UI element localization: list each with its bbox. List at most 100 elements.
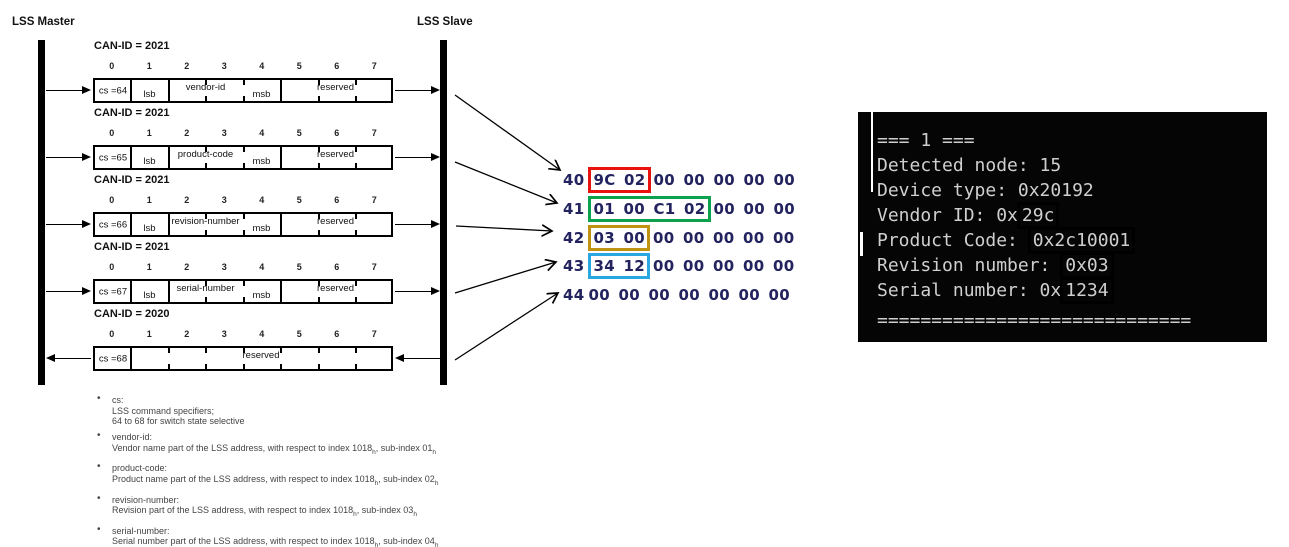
legend-desc: Serial number part of the LSS address, w… — [112, 536, 439, 547]
byte-divider — [130, 214, 132, 235]
mapping-arrow — [454, 161, 557, 203]
master-lifeline-bar — [38, 40, 45, 385]
byte-divider — [130, 80, 132, 101]
byte-number: 1 — [146, 61, 152, 71]
terminal-line-revision-number: Revision number: 0x03 — [877, 252, 1267, 279]
byte-divider — [167, 80, 170, 101]
byte-number: 0 — [109, 329, 115, 339]
lss-slave-label: LSS Slave — [417, 16, 473, 28]
reserved-cell: reserved — [317, 82, 354, 93]
byte-number: 6 — [334, 195, 340, 205]
lsb-cell: lsb — [143, 89, 156, 100]
legend-desc: Revision part of the LSS address, with r… — [112, 505, 417, 518]
legend-term: product-code: — [112, 463, 168, 474]
byte-number: 3 — [221, 329, 227, 339]
byte-number: 7 — [371, 61, 377, 71]
byte-tick — [205, 281, 207, 302]
byte-tick — [205, 214, 207, 235]
byte-tick — [317, 214, 320, 235]
mapping-arrow — [454, 293, 558, 361]
byte-divider — [167, 147, 170, 168]
legend-term: cs: — [112, 395, 124, 405]
terminal-line-device-type: Device type: 0x20192 — [877, 180, 1094, 201]
byte-number: 5 — [296, 128, 302, 138]
master-to-frame-arrow — [46, 220, 91, 229]
byte-number: 3 — [221, 128, 227, 138]
byte-number: 2 — [184, 195, 190, 205]
reserved-cell: reserved — [317, 216, 354, 227]
msb-cell: msb — [252, 89, 271, 100]
can-id-label: CAN-ID = 2021 — [94, 174, 170, 186]
legend-desc: 64 to 68 for switch state selective — [112, 416, 245, 426]
can-id-label: CAN-ID = 2020 — [94, 308, 170, 320]
byte-tick — [242, 147, 245, 168]
byte-tick — [242, 80, 245, 101]
byte-number: 6 — [334, 329, 340, 339]
byte-divider — [280, 281, 282, 302]
hex-row-bytes: 00 00 00 00 00 — [652, 229, 795, 247]
byte-number: 1 — [146, 262, 152, 272]
can-id-label: CAN-ID = 2021 — [94, 40, 170, 52]
frame-box: cs =68 reserved — [93, 346, 393, 371]
legend-item-vendor-id: vendor-id: Vendor name part of the LSS a… — [95, 431, 525, 458]
frame-to-slave-arrow — [395, 153, 440, 162]
byte-number: 0 — [109, 128, 115, 138]
byte-number: 2 — [184, 128, 190, 138]
byte-tick — [355, 80, 357, 101]
byte-tick — [205, 80, 207, 101]
byte-number: 0 — [109, 61, 115, 71]
vendor-id-text: Vendor ID: 0x — [877, 205, 1018, 226]
byte-number: 1 — [146, 329, 152, 339]
byte-number: 7 — [371, 329, 377, 339]
msb-cell: msb — [252, 290, 271, 301]
cs-cell: cs =65 — [98, 152, 128, 163]
cs-cell: cs =68 — [98, 353, 128, 364]
master-to-frame-arrow — [46, 86, 91, 95]
vendor-id-highlight: 29c — [1016, 202, 1060, 229]
frame-box: cs =65 lsb product-code msb reserved — [93, 145, 393, 170]
byte-tick — [355, 348, 357, 369]
lsb-cell: lsb — [143, 223, 156, 234]
byte-tick — [167, 348, 170, 369]
byte-number: 2 — [184, 61, 190, 71]
byte-divider — [280, 214, 282, 235]
field-cell: serial-number — [176, 283, 235, 294]
field-cell: vendor-id — [185, 82, 226, 93]
hex-row-bytes: 00 00 00 00 00 00 00 — [588, 286, 790, 304]
legend-item-product-code: product-code: Product name part of the L… — [95, 462, 525, 489]
reserved-cell: reserved — [317, 283, 354, 294]
byte-number: 3 — [221, 262, 227, 272]
byte-number: 1 — [146, 195, 152, 205]
byte-number: 2 — [184, 329, 190, 339]
frame-to-slave-arrow — [395, 220, 440, 229]
byte-number: 1 — [146, 128, 152, 138]
byte-tick — [242, 214, 245, 235]
hex-highlight-product-code: 01 00 C1 02 — [588, 196, 711, 222]
byte-number: 4 — [259, 329, 265, 339]
byte-tick — [242, 281, 245, 302]
mapping-arrow — [454, 262, 556, 294]
revision-number-highlight: 0x03 — [1060, 252, 1114, 279]
byte-number: 4 — [259, 61, 265, 71]
frame-box: cs =67 lsb serial-number msb reserved — [93, 279, 393, 304]
byte-number: 3 — [221, 61, 227, 71]
cs-cell: cs =66 — [98, 219, 128, 230]
byte-tick — [355, 214, 357, 235]
legend-item-cs: cs: LSS command specifiers; 64 to 68 for… — [95, 394, 525, 427]
mapping-arrow — [455, 226, 552, 231]
legend-desc: Vendor name part of the LSS address, wit… — [112, 442, 436, 456]
frame-box: cs =64 lsb vendor-id msb reserved — [93, 78, 393, 103]
msb-cell: msb — [252, 156, 271, 167]
legend-item-serial-number: serial-number: Serial number part of the… — [95, 525, 525, 547]
frame-to-slave-arrow — [395, 287, 440, 296]
cs-cell: cs =67 — [98, 286, 128, 297]
hex-row-bytes: 00 00 00 00 00 — [653, 171, 795, 189]
reserved-cell: reserved — [242, 350, 280, 361]
byte-divider — [130, 281, 132, 302]
